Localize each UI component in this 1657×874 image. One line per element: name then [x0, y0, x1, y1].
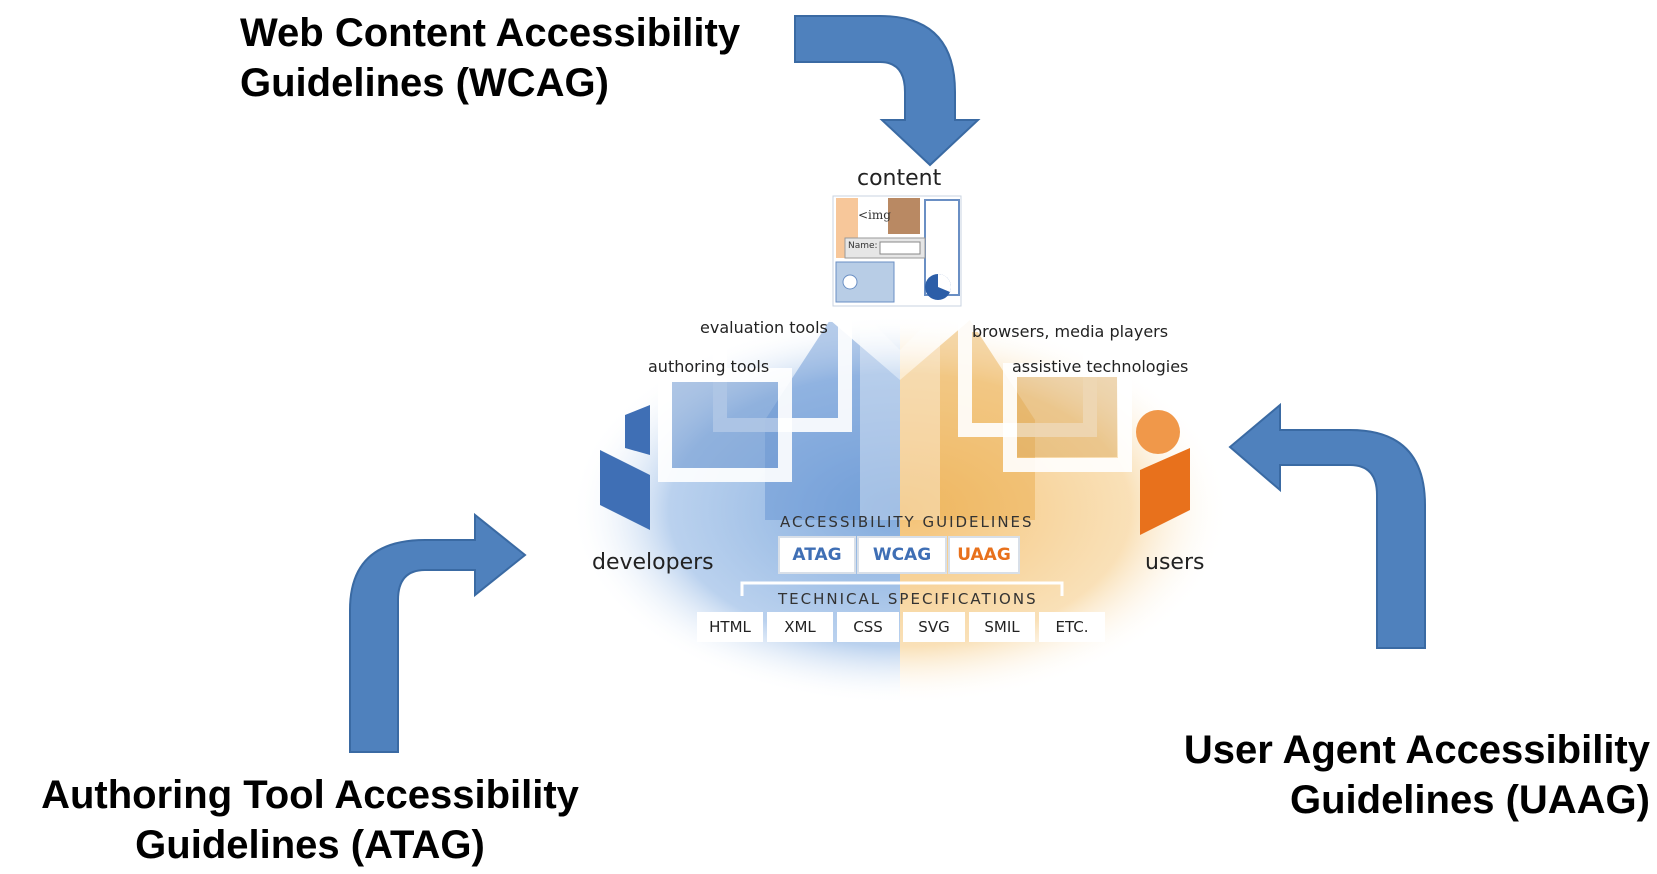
curved-arrow-left-icon	[1228, 402, 1426, 649]
blue-glow	[570, 315, 900, 705]
wcag-callout: Web Content Accessibility Guidelines (WC…	[240, 8, 740, 108]
spec-html: HTML	[697, 612, 763, 642]
content-label: content	[857, 166, 942, 191]
uaag-callout: User Agent Accessibility Guidelines (UAA…	[1140, 725, 1650, 825]
weather-icon	[842, 274, 858, 290]
spec-smil: SMIL	[969, 612, 1035, 642]
uaag-callout-line1: User Agent Accessibility	[1183, 728, 1650, 772]
developer-icon	[600, 405, 650, 530]
assistive-technologies-label: assistive technologies	[1012, 357, 1189, 376]
spec-css: CSS	[837, 612, 899, 642]
guidelines-heading: ACCESSIBILITY GUIDELINES	[780, 513, 1034, 531]
wcag-callout-line1: Web Content Accessibility	[240, 11, 741, 55]
users-label: users	[1145, 550, 1205, 575]
assistive-technologies-frame	[1003, 363, 1132, 472]
content-thumbnail	[832, 195, 962, 307]
guideline-wcag: WCAG	[857, 536, 947, 574]
wcag-callout-line2: Guidelines (WCAG)	[240, 61, 609, 105]
atag-callout-line2: Guidelines (ATAG)	[135, 823, 485, 867]
authoring-tools-label: authoring tools	[648, 357, 770, 376]
user-icon	[1136, 410, 1190, 535]
spec-xml: XML	[767, 612, 833, 642]
browsers-frame	[958, 318, 1097, 437]
atag-callout: Authoring Tool Accessibility Guidelines …	[10, 770, 610, 870]
specs-bracket	[740, 581, 1064, 596]
beam-center	[860, 310, 940, 520]
uaag-callout-line2: Guidelines (UAAG)	[1289, 778, 1650, 822]
developers-label: developers	[592, 550, 714, 575]
thumbnail-name-field: Name:	[848, 241, 878, 251]
orange-glow	[900, 315, 1230, 705]
curved-arrow-down-icon	[794, 15, 981, 167]
spec-etc: ETC.	[1039, 612, 1105, 642]
specs-heading: TECHNICAL SPECIFICATIONS	[778, 590, 1038, 608]
atag-callout-line1: Authoring Tool Accessibility	[41, 773, 579, 817]
spec-svg: SVG	[903, 612, 965, 642]
guideline-uaag: UAAG	[948, 536, 1020, 574]
browsers-label: browsers, media players	[972, 322, 1169, 341]
pie-chart-icon	[925, 273, 951, 300]
thumbnail-img-tag: <img	[858, 208, 891, 222]
authoring-tools-frame	[658, 368, 792, 482]
guideline-atag: ATAG	[778, 536, 856, 574]
evaluation-tools-label: evaluation tools	[700, 318, 828, 337]
curved-arrow-right-icon	[349, 512, 527, 753]
